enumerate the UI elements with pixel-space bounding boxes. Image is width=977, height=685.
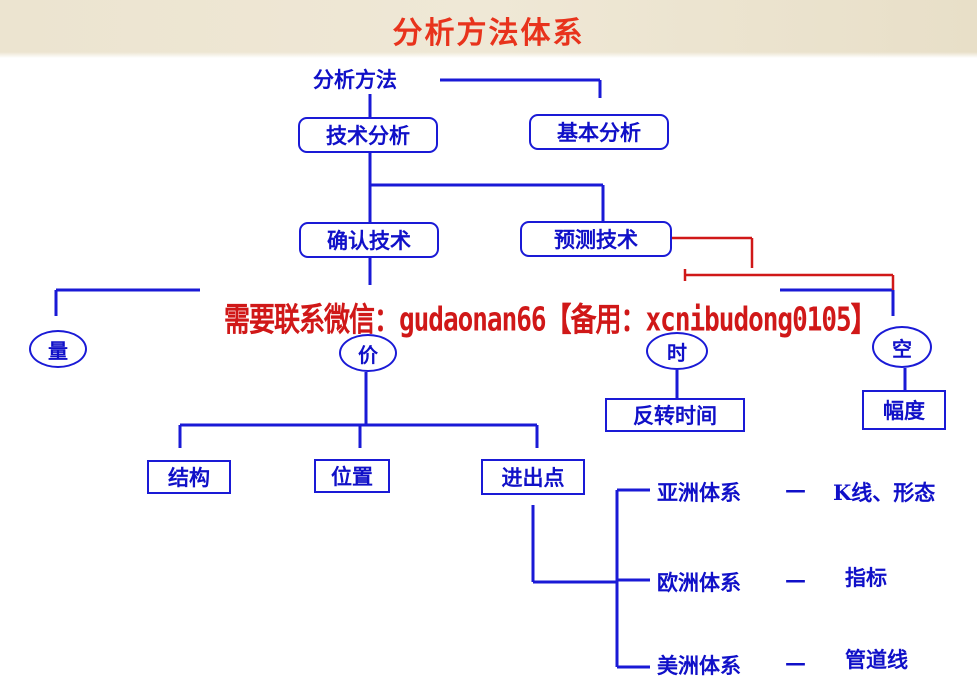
system-dash-europe: — [785, 567, 806, 592]
confirm-technique-node: 确认技术 [299, 222, 439, 258]
contact-watermark: 需要联系微信：gudaonan66【备用：xcnibudong0105】 [224, 301, 877, 340]
structure-node: 结构 [147, 460, 231, 494]
system-dash-america: — [785, 650, 806, 675]
system-method-asia: K线、形态 [833, 480, 936, 505]
system-name-europe: 欧洲体系 [657, 570, 741, 595]
system-name-america: 美洲体系 [657, 653, 741, 678]
system-name-asia: 亚洲体系 [657, 480, 741, 505]
position-node: 位置 [314, 459, 390, 493]
root-label: 分析方法 [313, 67, 397, 92]
fundamental-analysis-node: 基本分析 [529, 114, 669, 150]
technical-analysis-node: 技术分析 [298, 117, 438, 153]
volume-node: 量 [29, 330, 87, 368]
predict-technique-node: 预测技术 [520, 221, 672, 257]
system-method-america: 管道线 [845, 647, 908, 672]
space-node: 空 [872, 326, 932, 368]
page-title: 分析方法体系 [392, 16, 585, 51]
entry-exit-node: 进出点 [481, 459, 585, 495]
system-method-europe: 指标 [845, 565, 887, 590]
amplitude-node: 幅度 [862, 390, 946, 430]
price-node: 价 [339, 334, 397, 372]
red-connectors [671, 236, 895, 290]
header-band [0, 0, 977, 58]
time-node: 时 [646, 332, 708, 370]
reversal-time-node: 反转时间 [605, 398, 745, 432]
blue-connectors [54, 78, 907, 669]
system-dash-asia: — [785, 477, 806, 502]
